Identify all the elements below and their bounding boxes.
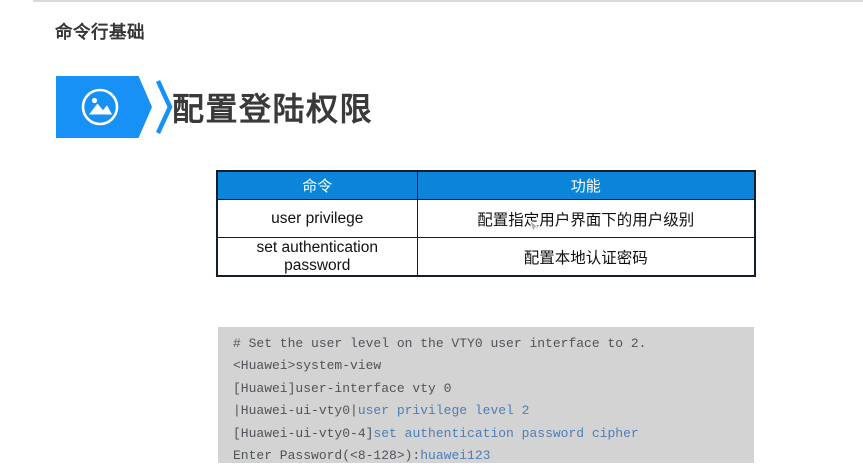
code-prompt-text: Enter Password(<8-128>): xyxy=(233,447,421,463)
command-cell: user privilege xyxy=(216,199,418,238)
code-prompt-text: [Huawei-ui-vty0-4] xyxy=(233,425,374,441)
column-header-function: 功能 xyxy=(416,170,756,200)
code-line: # Set the user level on the VTY0 user in… xyxy=(233,333,754,355)
code-prompt-text: # Set the user level on the VTY0 user in… xyxy=(233,336,647,351)
command-cell: set authentication password xyxy=(216,237,418,277)
chevron-right-icon xyxy=(155,80,173,134)
command-table-header: 命令 功能 xyxy=(216,170,756,200)
code-line: [Huawei]user-interface vty 0 xyxy=(233,378,754,400)
code-command-text: user privilege level 2 xyxy=(357,403,530,419)
mouse-cursor xyxy=(528,219,541,234)
function-cell: 配置指定用户界面下的用户级别 xyxy=(416,199,756,238)
code-block: # Set the user level on the VTY0 user in… xyxy=(218,327,754,463)
code-prompt-text: |Huawei-ui-vty0| xyxy=(233,403,358,419)
code-command-text: huawei123 xyxy=(420,447,491,463)
column-header-command: 命令 xyxy=(216,170,418,200)
page-breadcrumb: 命令行基础 xyxy=(55,22,145,42)
code-line: |Huawei-ui-vty0|user privilege level 2 xyxy=(233,400,754,422)
code-line: Enter Password(<8-128>):huawei123 xyxy=(233,445,754,467)
section-title: 配置登陆权限 xyxy=(172,91,374,127)
top-divider xyxy=(33,0,863,2)
code-line: <Huawei>system-view xyxy=(233,355,754,377)
function-cell: 配置本地认证密码 xyxy=(416,237,756,277)
section-banner xyxy=(56,76,152,138)
image-icon xyxy=(81,88,119,126)
code-command-text: set authentication password cipher xyxy=(373,425,639,441)
code-prompt-text: [Huawei]user-interface vty 0 xyxy=(233,380,452,396)
code-prompt-text: <Huawei>system-view xyxy=(233,358,382,374)
code-line: [Huawei-ui-vty0-4]set authentication pas… xyxy=(233,423,754,445)
